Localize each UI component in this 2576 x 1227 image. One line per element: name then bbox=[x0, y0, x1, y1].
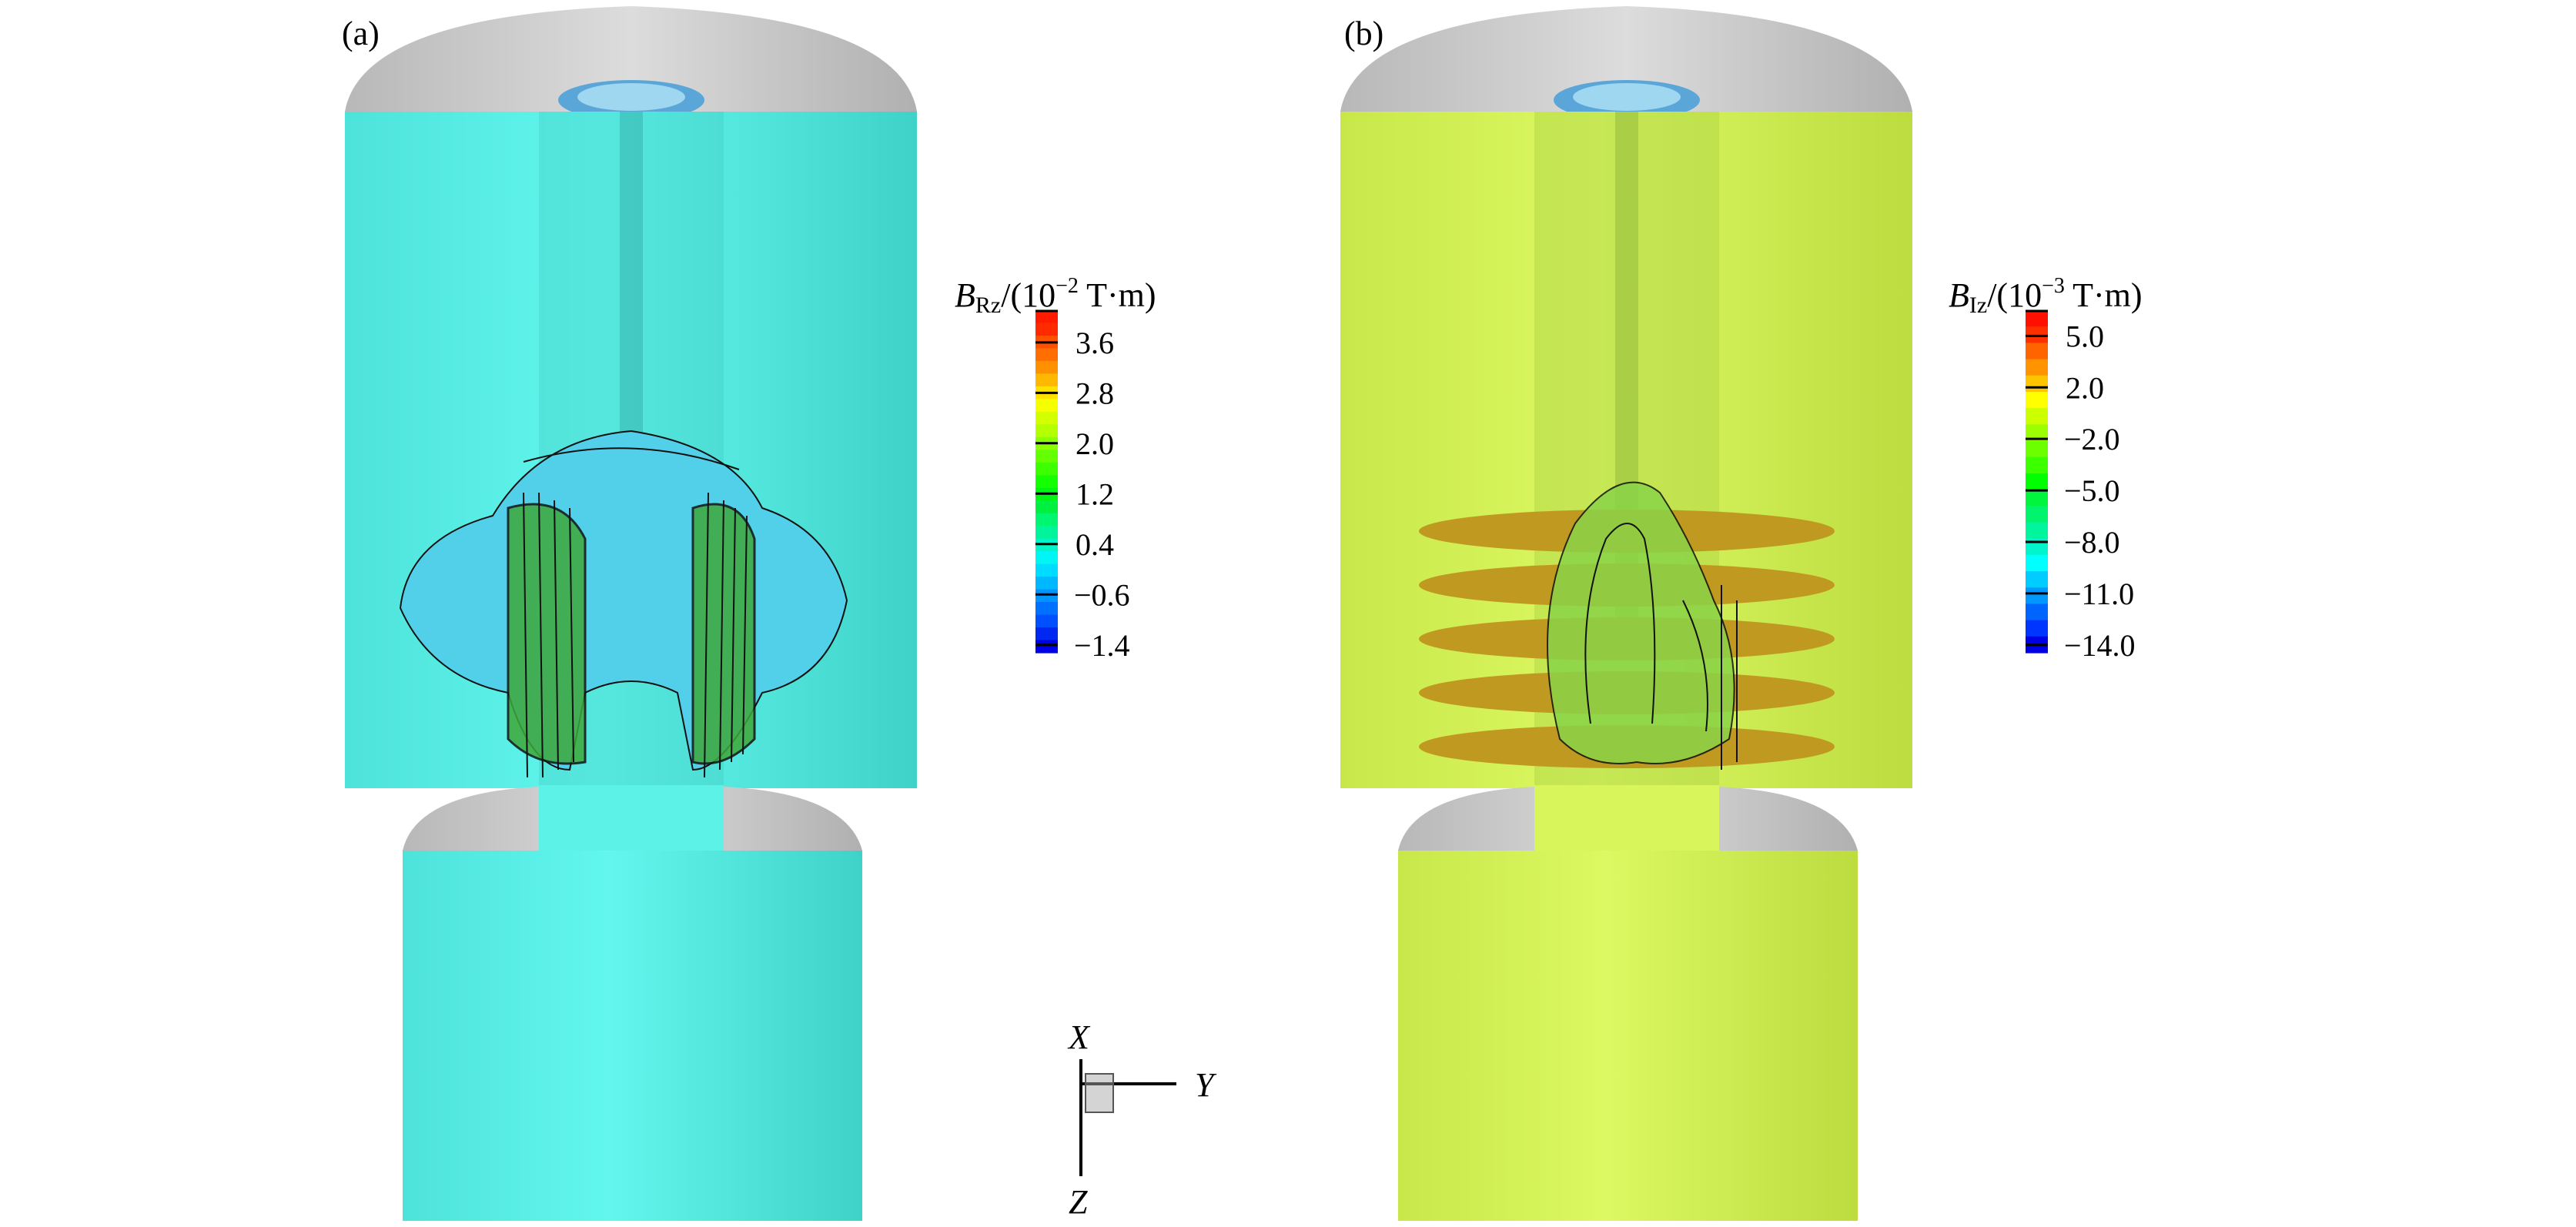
colorbar-band bbox=[1035, 360, 1058, 375]
colorbar-tick-label: 1.2 bbox=[1076, 476, 1114, 511]
colorbar-a: 3.6 2.8 2.0 1.2 0.4 −0.6 −1.4 bbox=[1035, 309, 1130, 663]
colorbar-band bbox=[1035, 310, 1058, 324]
colorbar-band bbox=[2026, 506, 2048, 523]
colorbar-b: 5.0 2.0 −2.0 −5.0 −8.0 −11.0 −14.0 bbox=[2026, 309, 2136, 663]
colorbar-band bbox=[1035, 640, 1058, 654]
panel-a: (a) 3.6 2.8 2.0 1.2 0.4 −0.6 −1.4 BRz/(10−2 T·… bbox=[342, 6, 1156, 1221]
colorbar-band bbox=[1035, 399, 1058, 413]
panel-label: (b) bbox=[1344, 15, 1383, 52]
colorbar-band bbox=[2026, 620, 2048, 637]
colorbar-band bbox=[1035, 589, 1058, 603]
neck bbox=[1534, 785, 1719, 854]
top-cap bbox=[345, 6, 917, 112]
colorbar-tick-label: 2.0 bbox=[2066, 370, 2104, 405]
colorbar-title: BRz/(10−2 T·m) bbox=[955, 274, 1156, 318]
colorbar-band bbox=[2026, 490, 2048, 507]
colorbar-band bbox=[1035, 577, 1058, 590]
colorbar-tick-label: −8.0 bbox=[2064, 525, 2120, 560]
colorbar-tick-label: −0.6 bbox=[1074, 577, 1130, 612]
lower-cylinder bbox=[403, 851, 862, 1221]
axes-triad: X Y Z bbox=[1067, 1018, 1217, 1221]
colorbar-tick-label: 5.0 bbox=[2066, 319, 2104, 353]
colorbar-tick-label: 0.4 bbox=[1076, 527, 1114, 562]
colorbar-band bbox=[1035, 462, 1058, 476]
colorbar-band bbox=[2026, 603, 2048, 621]
colorbar-band bbox=[1035, 526, 1058, 540]
colorbar-band bbox=[1035, 424, 1058, 438]
colorbar-tick-label: −5.0 bbox=[2064, 473, 2120, 508]
port-inner bbox=[577, 83, 685, 111]
colorbar-band bbox=[1035, 614, 1058, 628]
contour-lines bbox=[1584, 523, 1738, 770]
colorbar-tick-label: −11.0 bbox=[2064, 577, 2134, 611]
colorbar-band bbox=[1035, 627, 1058, 641]
colorbar-band bbox=[2026, 310, 2048, 327]
contour-region bbox=[1547, 481, 1735, 764]
colorbar-title: BIz/(10−3 T·m) bbox=[1949, 274, 2143, 318]
y-axis-label: Y bbox=[1195, 1066, 1217, 1104]
colorbar-band bbox=[1035, 500, 1058, 514]
colorbar-band bbox=[1035, 551, 1058, 565]
port-inner bbox=[1573, 83, 1681, 111]
lower-cylinder bbox=[1398, 851, 1858, 1221]
colorbar-band bbox=[2026, 554, 2048, 572]
z-axis-label: Z bbox=[1069, 1183, 1088, 1221]
triad-box bbox=[1085, 1073, 1114, 1113]
colorbar-band bbox=[2026, 424, 2048, 442]
colorbar-band bbox=[1035, 563, 1058, 577]
colorbar-band bbox=[1035, 450, 1058, 463]
colorbar-tick-label: 3.6 bbox=[1076, 326, 1114, 360]
colorbar-band bbox=[2026, 391, 2048, 409]
colorbar-band bbox=[1035, 513, 1058, 527]
colorbar-band bbox=[1035, 373, 1058, 387]
colorbar-band bbox=[2026, 571, 2048, 588]
colorbar-band bbox=[2026, 343, 2048, 360]
colorbar-band bbox=[2026, 408, 2048, 425]
colorbar-tick-label: −14.0 bbox=[2064, 628, 2136, 663]
colorbar-band bbox=[2026, 522, 2048, 540]
colorbar-band bbox=[1035, 411, 1058, 425]
neck bbox=[539, 785, 724, 854]
colorbar-tick-label: 2.8 bbox=[1076, 376, 1114, 410]
colorbar-band bbox=[1035, 348, 1058, 362]
colorbar-band bbox=[2026, 473, 2048, 490]
colorbar-tick-label: 2.0 bbox=[1076, 426, 1114, 461]
lower-cap bbox=[403, 787, 862, 851]
panel-b: (b) 5.0 2.0 −2.0 −5.0 −8.0 −11.0 −14.0 BIz/(10… bbox=[1340, 6, 2143, 1221]
field-core-right bbox=[691, 503, 756, 765]
colorbar-band bbox=[2026, 375, 2048, 393]
contour-lines bbox=[523, 447, 748, 778]
colorbar-band bbox=[2026, 456, 2048, 474]
lower-cap bbox=[1398, 787, 1858, 851]
colorbar-band bbox=[1035, 602, 1058, 616]
colorbar-tick-label: −1.4 bbox=[1074, 628, 1130, 663]
top-cap bbox=[1340, 6, 1912, 112]
x-axis-label: X bbox=[1067, 1018, 1091, 1056]
colorbar-band bbox=[1035, 323, 1058, 336]
colorbar-band bbox=[2026, 359, 2048, 376]
colorbar-band bbox=[2026, 440, 2048, 458]
colorbar-band bbox=[1035, 475, 1058, 489]
panel-label: (a) bbox=[342, 15, 380, 52]
colorbar-tick-label: −2.0 bbox=[2064, 422, 2120, 456]
colorbar-band bbox=[2026, 587, 2048, 605]
